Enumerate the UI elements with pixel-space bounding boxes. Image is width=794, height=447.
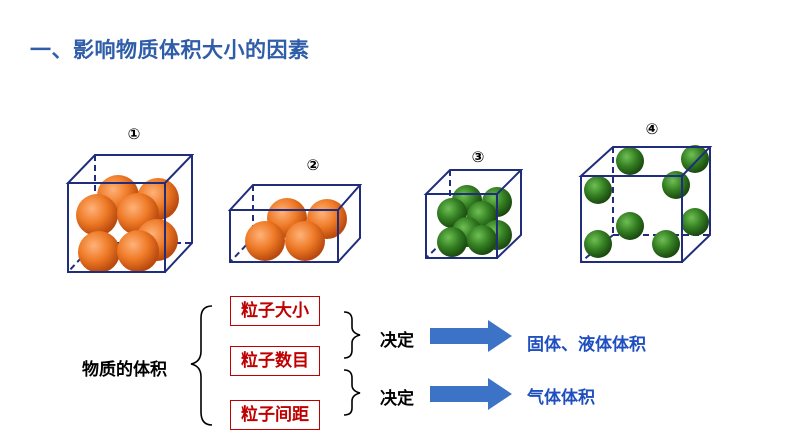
page-title: 一、影响物质体积大小的因素	[30, 38, 310, 62]
sphere	[78, 231, 120, 273]
arrow-icon	[430, 320, 512, 352]
sphere	[652, 230, 680, 258]
cube-1	[65, 154, 195, 273]
cube-1-edges	[65, 154, 195, 273]
cube-2	[227, 184, 363, 263]
sphere	[285, 221, 325, 261]
sphere	[616, 147, 644, 175]
decides-label-top: 决定	[380, 331, 414, 351]
cube-2-edges	[227, 184, 363, 263]
sphere	[681, 145, 709, 173]
sphere	[467, 225, 497, 255]
factor-brace-top	[343, 311, 361, 359]
decides-label-bottom: 决定	[380, 389, 414, 409]
sphere	[76, 194, 118, 236]
cube-3	[423, 169, 524, 259]
cube-label-3: ③	[471, 148, 485, 166]
sphere	[117, 230, 159, 272]
subject-label: 物质的体积	[82, 360, 167, 380]
cube-label-1: ①	[127, 125, 141, 143]
cube-4	[578, 145, 713, 263]
sphere	[681, 208, 709, 236]
factor-particle-count: 粒子数目	[230, 346, 320, 376]
result-gas-volume: 气体体积	[527, 388, 595, 408]
cube-3-edges	[423, 169, 524, 259]
arrow-icon	[430, 378, 512, 410]
result-solid-liquid-volume: 固体、液体体积	[527, 335, 646, 355]
sphere	[245, 221, 285, 261]
factor-particle-spacing: 粒子间距	[230, 400, 320, 430]
subject-brace	[190, 305, 213, 426]
cube-label-4: ④	[645, 120, 659, 138]
sphere	[437, 227, 467, 257]
cube-label-2: ②	[306, 156, 320, 174]
sphere	[584, 230, 612, 258]
cube-4-edges	[578, 146, 713, 263]
sphere	[616, 212, 644, 240]
factor-brace-bottom	[343, 369, 361, 416]
sphere	[584, 176, 612, 204]
factor-particle-size: 粒子大小	[230, 296, 320, 326]
